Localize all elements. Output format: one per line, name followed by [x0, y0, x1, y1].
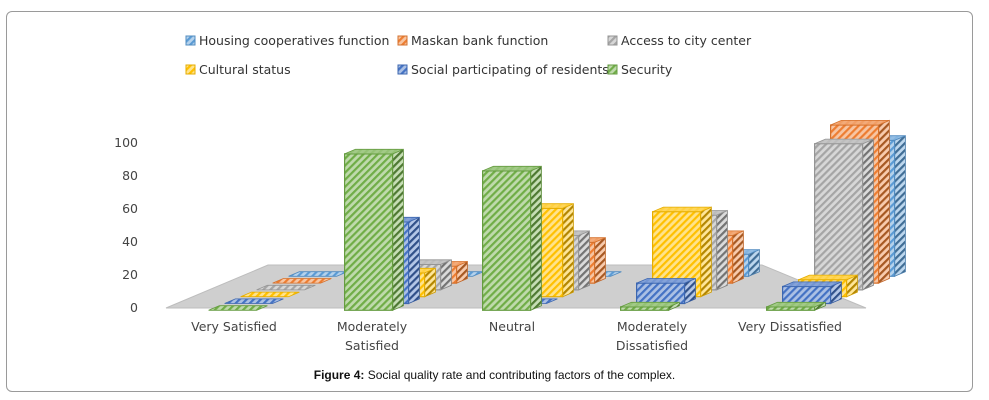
legend-item: Social participating of residents	[397, 62, 609, 77]
x-category-label: Very Satisfied	[191, 319, 277, 334]
y-tick-label: 100	[114, 135, 138, 150]
bar-security-3	[619, 301, 680, 311]
bar-access-to-city-center-4	[813, 138, 874, 291]
legend-label: Social participating of residents	[411, 62, 609, 77]
y-tick-label: 20	[122, 267, 138, 282]
y-axis-ticks: 0 20 40 60 80 100	[114, 135, 138, 315]
bar-maskan-bank-function-0	[272, 278, 332, 284]
bar-social-participating-of-residents-0	[224, 298, 284, 304]
x-category-label: Neutral	[489, 319, 535, 334]
y-tick-label: 60	[122, 201, 138, 216]
legend-item: Security	[607, 62, 673, 77]
legend-swatch	[607, 35, 618, 46]
bar-social-participating-of-residents-4	[781, 281, 842, 305]
y-tick-label: 80	[122, 168, 138, 183]
y-tick-label: 0	[130, 300, 138, 315]
legend-swatch	[185, 35, 196, 46]
legend-item: Cultural status	[185, 62, 291, 77]
bar-security-4	[765, 301, 826, 311]
bar-cultural-status-3	[651, 206, 712, 298]
bar-social-participating-of-residents-3	[635, 277, 696, 305]
legend-label: Maskan bank function	[411, 33, 548, 48]
legend-swatch	[185, 64, 196, 75]
legend-item: Maskan bank function	[397, 33, 548, 48]
legend-item: Access to city center	[607, 33, 752, 48]
legend-label: Housing cooperatives function	[199, 33, 389, 48]
legend-item: Housing cooperatives function	[185, 33, 389, 48]
legend-label: Security	[621, 62, 673, 77]
legend-swatch	[397, 35, 408, 46]
legend: Housing cooperatives function Maskan bank…	[185, 33, 752, 77]
caption-label: Figure 4:	[313, 368, 365, 382]
legend-label: Access to city center	[621, 33, 752, 48]
bar-cultural-status-0	[240, 291, 300, 298]
x-category-label: Very Dissatisfied	[738, 319, 842, 334]
y-tick-label: 40	[122, 234, 138, 249]
figure-caption: Figure 4: Social quality rate and contri…	[0, 368, 989, 382]
bar-housing-cooperatives-function-0	[288, 271, 348, 277]
bar-security-0	[208, 305, 268, 311]
chart-bars-layer	[208, 119, 906, 311]
legend-label: Cultural status	[199, 62, 291, 77]
legend-swatch	[397, 64, 408, 75]
legend-swatch	[607, 64, 618, 75]
caption-text: Social quality rate and contributing fac…	[364, 368, 676, 382]
bar-security-1	[344, 148, 404, 311]
bar-access-to-city-center-0	[256, 284, 316, 291]
bar-security-2	[482, 165, 542, 311]
